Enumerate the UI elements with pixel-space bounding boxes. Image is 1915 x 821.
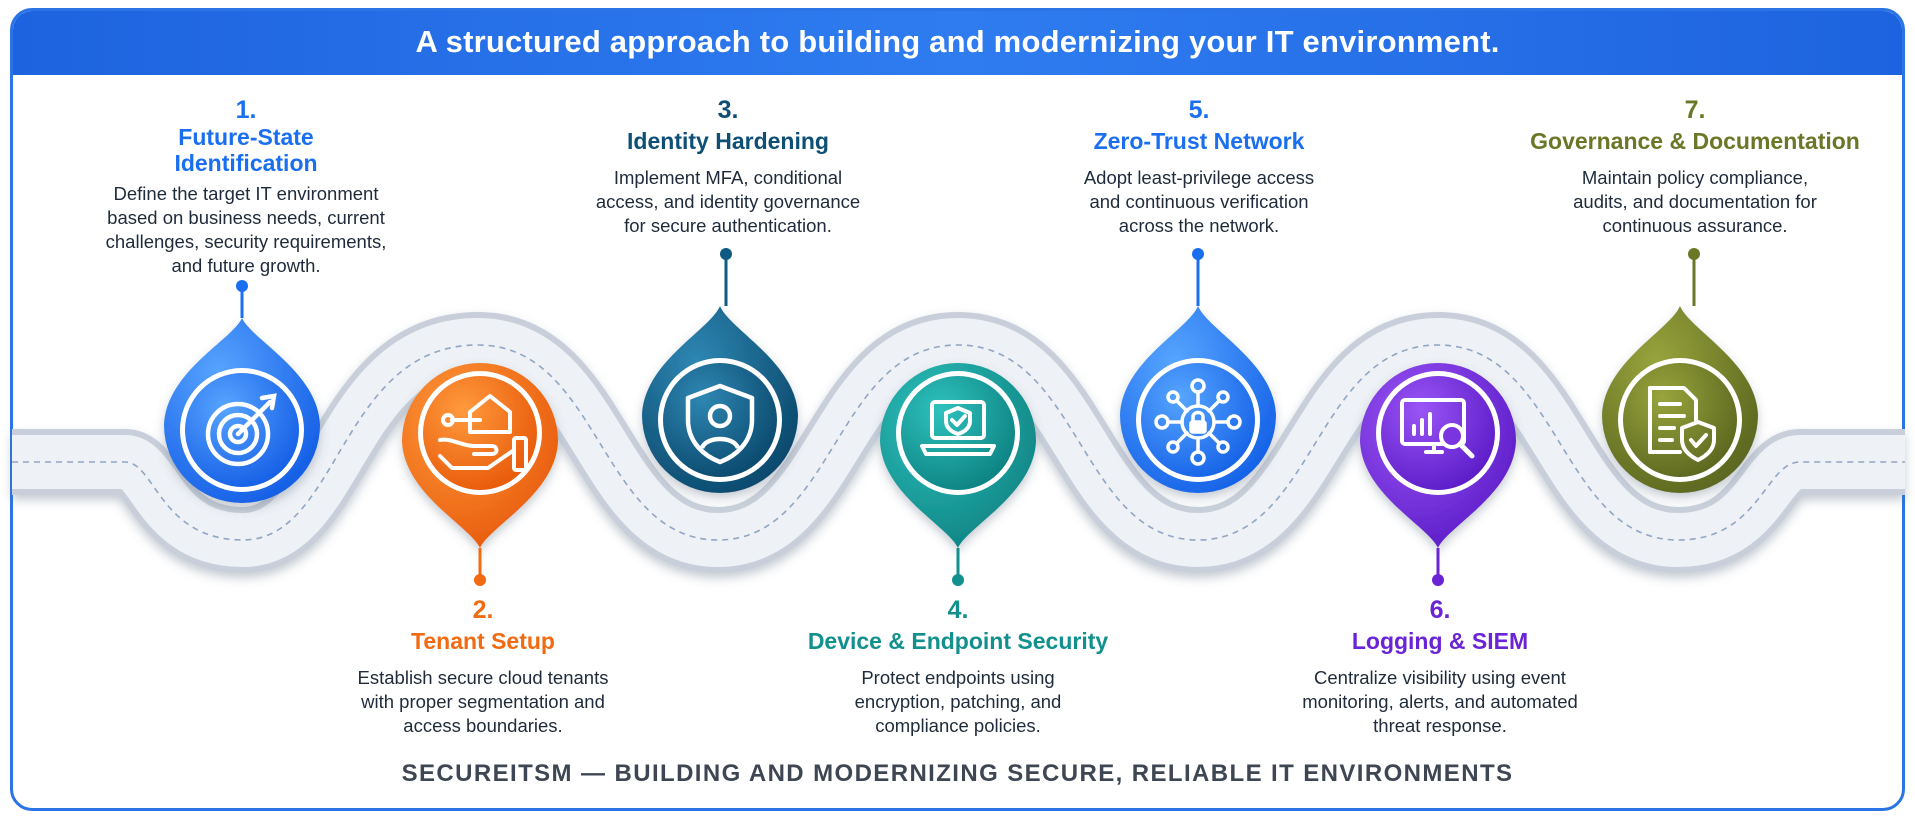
desc-line: Protect endpoints using [861,667,1055,688]
step-title: Device & Endpoint Security [807,628,1109,654]
pin-7 [1602,248,1758,493]
cloud-tenant-hand-icon [438,394,528,472]
desc-line: Centralize visibility using event [1314,667,1566,688]
pin-1 [164,280,320,503]
step-description: Implement MFA, conditional access, and i… [578,166,878,238]
step-number: 4. [947,596,969,624]
desc-line: access, and identity governance [595,191,861,212]
step-5: 5. Zero-Trust Network Adopt least-privil… [1049,96,1349,238]
step-number: 5. [1188,96,1210,124]
step-6: 6. Logging & SIEM Centralize visibility … [1275,596,1605,738]
desc-line: access boundaries. [403,715,563,736]
pin-3 [642,248,798,493]
desc-line: compliance policies. [875,715,1041,736]
footer-tagline: SECUREITSM — BUILDING AND MODERNIZING SE… [401,760,1514,787]
pin-2 [402,363,558,586]
desc-line: and continuous verification [1089,191,1309,212]
desc-line: Maintain policy compliance, [1581,167,1809,188]
pin-5 [1120,248,1276,493]
step-title: Governance & Documentation [1530,128,1860,154]
step-7: 7. Governance & Documentation Maintain p… [1525,96,1865,238]
step-number: 3. [717,96,739,124]
step-number: 6. [1429,596,1451,624]
desc-line: encryption, patching, and [854,691,1062,712]
step-4: 4. Device & Endpoint Security Protect en… [793,596,1123,738]
step-description: Protect endpoints using encryption, patc… [793,666,1123,738]
step-title: Logging & SIEM [1351,628,1529,654]
step-3: 3. Identity Hardening Implement MFA, con… [578,96,878,238]
step-title: Future-State [178,124,314,150]
step-title: Identity Hardening [627,128,829,154]
pin-6 [1360,363,1516,586]
desc-line: based on business needs, current [107,207,385,228]
pin-4 [880,363,1036,586]
desc-line: continuous assurance. [1602,215,1788,236]
desc-line: for secure authentication. [624,215,832,236]
banner-title: A structured approach to building and mo… [13,11,1902,75]
step-description: Establish secure cloud tenants with prop… [333,666,633,738]
desc-line: Establish secure cloud tenants [357,667,609,688]
monitor-search-icon [1400,398,1475,459]
desc-line: Implement MFA, conditional [613,167,843,188]
desc-line: threat response. [1373,715,1507,736]
step-1: 1. Future-State Identification Define th… [81,96,411,278]
infographic-frame: A structured approach to building and mo… [10,8,1905,811]
shield-user-icon [685,383,755,465]
step-description: Centralize visibility using event monito… [1275,666,1605,738]
laptop-shield-icon [920,400,996,456]
desc-line: with proper segmentation and [361,691,605,712]
network-lock-icon [1154,378,1242,466]
document-shield-icon [1648,386,1716,462]
step-number: 2. [472,596,494,624]
desc-line: Define the target IT environment [113,183,379,204]
desc-line: across the network. [1118,215,1280,236]
step-title: Tenant Setup [411,628,555,654]
step-description: Maintain policy compliance, audits, and … [1525,166,1865,238]
step-number: 1. [235,96,257,124]
step-number: 7. [1684,96,1706,124]
step-title-line2: Identification [174,150,318,176]
step-description: Adopt least-privilege access and continu… [1049,166,1349,238]
desc-line: audits, and documentation for [1573,191,1817,212]
step-description: Define the target IT environment based o… [81,182,411,278]
step-2: 2. Tenant Setup Establish secure cloud t… [333,596,633,738]
desc-line: challenges, security requirements, [105,231,387,252]
desc-line: Adopt least-privilege access [1083,167,1315,188]
target-icon [205,393,277,467]
desc-line: monitoring, alerts, and automated [1302,691,1578,712]
step-title: Zero-Trust Network [1093,128,1305,154]
road-center-line [12,344,1905,541]
desc-line: and future growth. [171,255,321,276]
